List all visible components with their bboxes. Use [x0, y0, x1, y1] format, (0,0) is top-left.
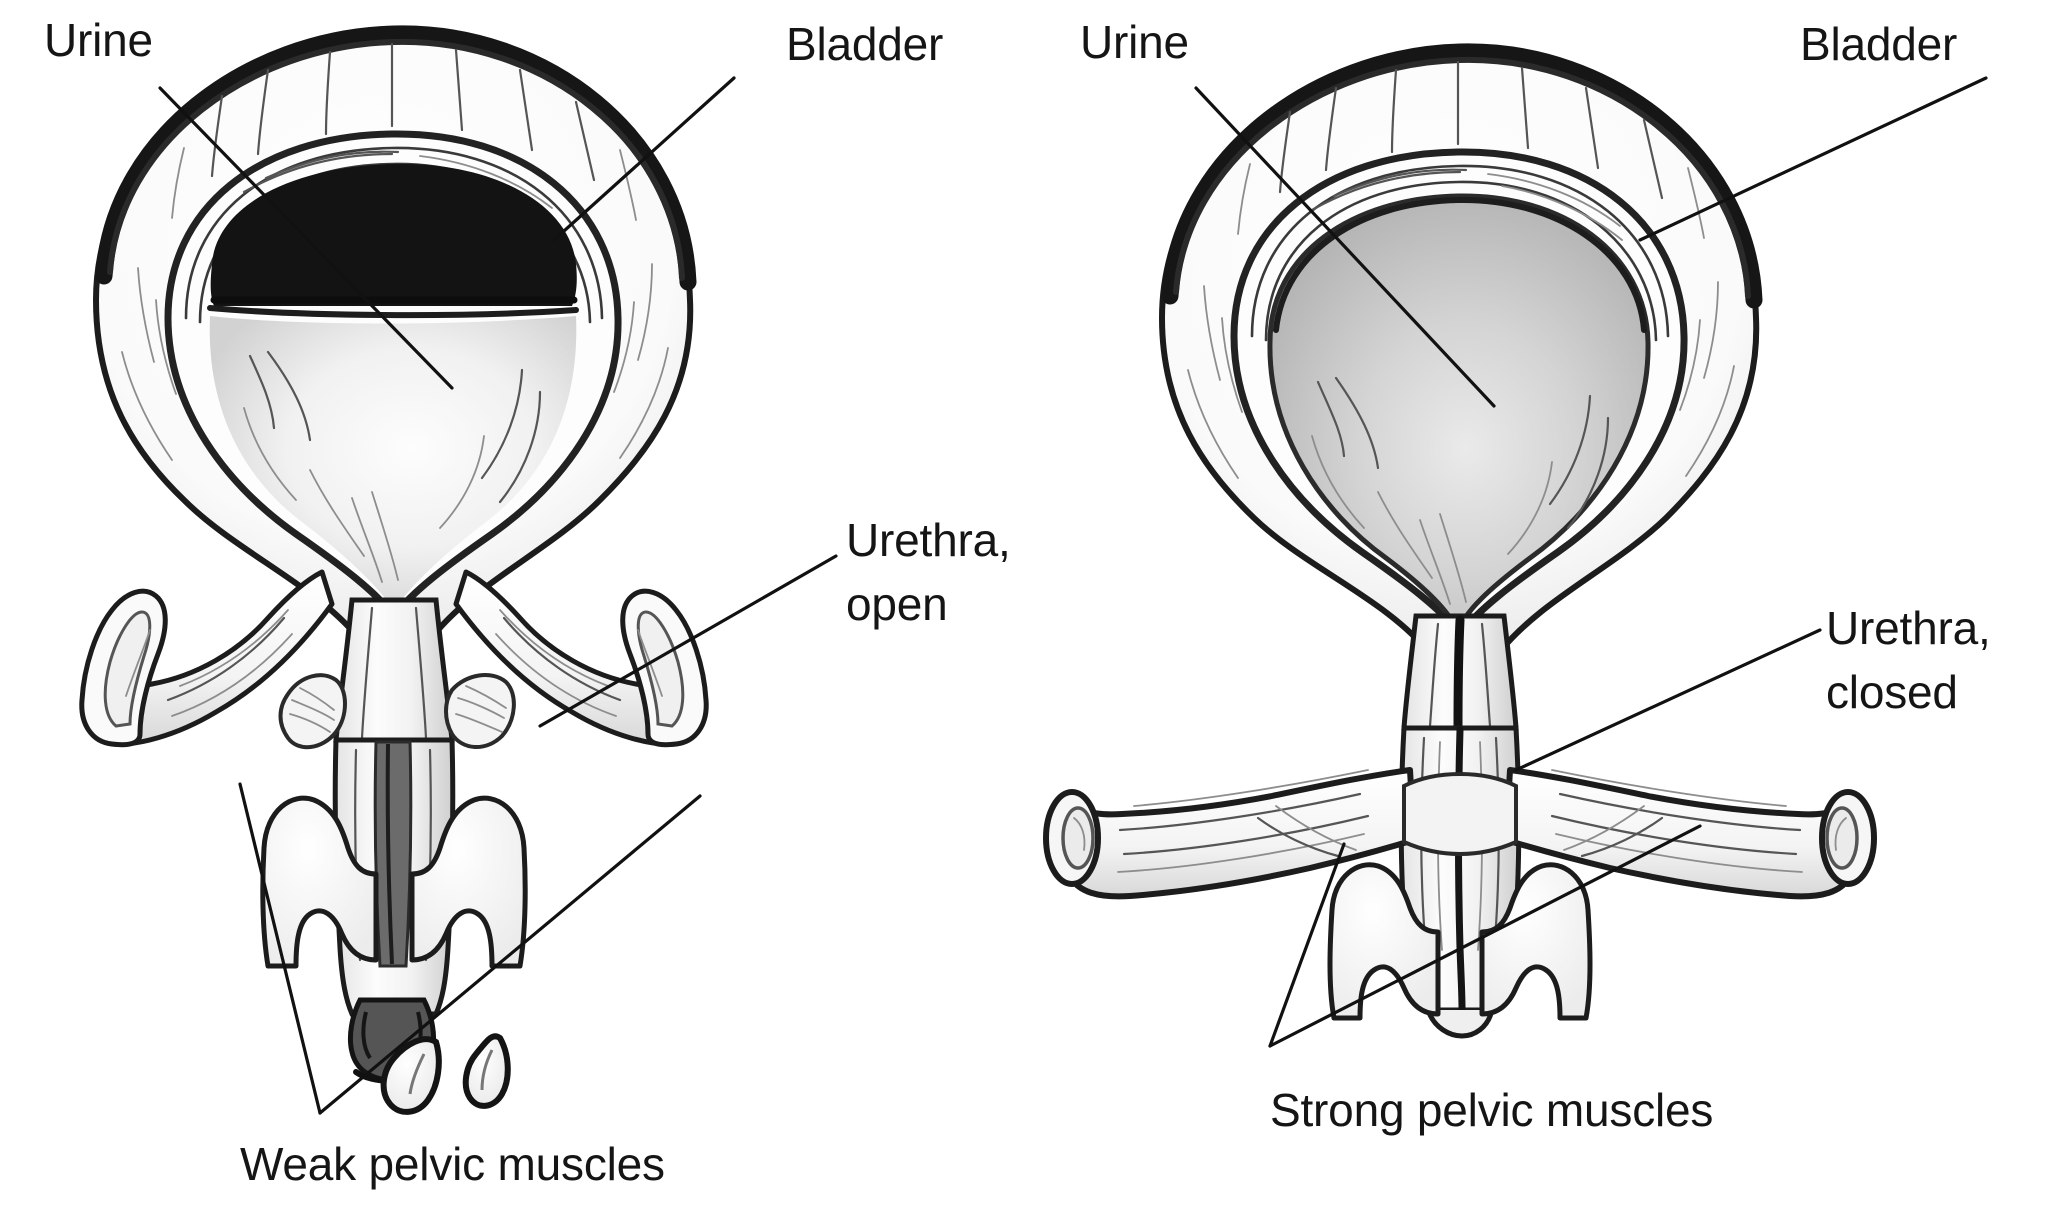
right-leader-urethra — [1514, 628, 1822, 772]
right-bladder-wall-hatching — [1187, 60, 1735, 479]
right-label-urethra-line2: closed — [1826, 666, 1958, 718]
right-leader-pelvic-b — [1268, 824, 1702, 1048]
right-leader-urine — [1194, 86, 1496, 408]
right-bladder-neck — [1401, 613, 1519, 733]
right-leader-bladder — [1638, 76, 1988, 242]
left-bladder-neck — [333, 597, 455, 743]
left-label-urine: Urine — [44, 14, 153, 66]
right-pubic-symphysis — [1327, 862, 1593, 1021]
left-urine-drop-1 — [380, 1036, 442, 1115]
left-bladder-wall-hatching — [121, 42, 669, 461]
left-bladder-air-gap — [210, 163, 578, 306]
left-label-urethra-line1: Urethra, — [846, 514, 1011, 566]
left-leader-urethra — [538, 554, 838, 728]
left-pubic-symphysis — [260, 795, 528, 969]
left-leader-pelvic-b — [318, 794, 702, 1115]
left-weak-pelvic-muscles — [79, 569, 709, 750]
right-leader-pelvic-a — [1268, 842, 1346, 1048]
panel-right-strong-muscles: Urine Bladder Urethra, closed Strong pel… — [1043, 16, 1991, 1136]
right-strong-pelvic-muscles — [1043, 767, 1877, 900]
right-label-pelvic: Strong pelvic muscles — [1270, 1084, 1713, 1136]
right-label-urethra-line1: Urethra, — [1826, 602, 1991, 654]
left-leader-pelvic-a — [238, 782, 322, 1115]
left-label-pelvic: Weak pelvic muscles — [240, 1138, 665, 1190]
panel-left-weak-muscles: Urine Bladder Urethra, open Weak pelvic … — [44, 14, 1011, 1190]
right-urine-fill-full — [1267, 193, 1651, 640]
left-leader-urine — [158, 86, 454, 390]
right-label-urine: Urine — [1080, 16, 1189, 68]
right-label-bladder: Bladder — [1800, 18, 1957, 70]
left-urine-fill — [209, 316, 577, 610]
left-label-urethra-line2: open — [846, 578, 948, 630]
left-urine-drop-2 — [462, 1033, 511, 1109]
left-leader-bladder — [552, 76, 736, 242]
left-label-bladder: Bladder — [786, 18, 943, 70]
